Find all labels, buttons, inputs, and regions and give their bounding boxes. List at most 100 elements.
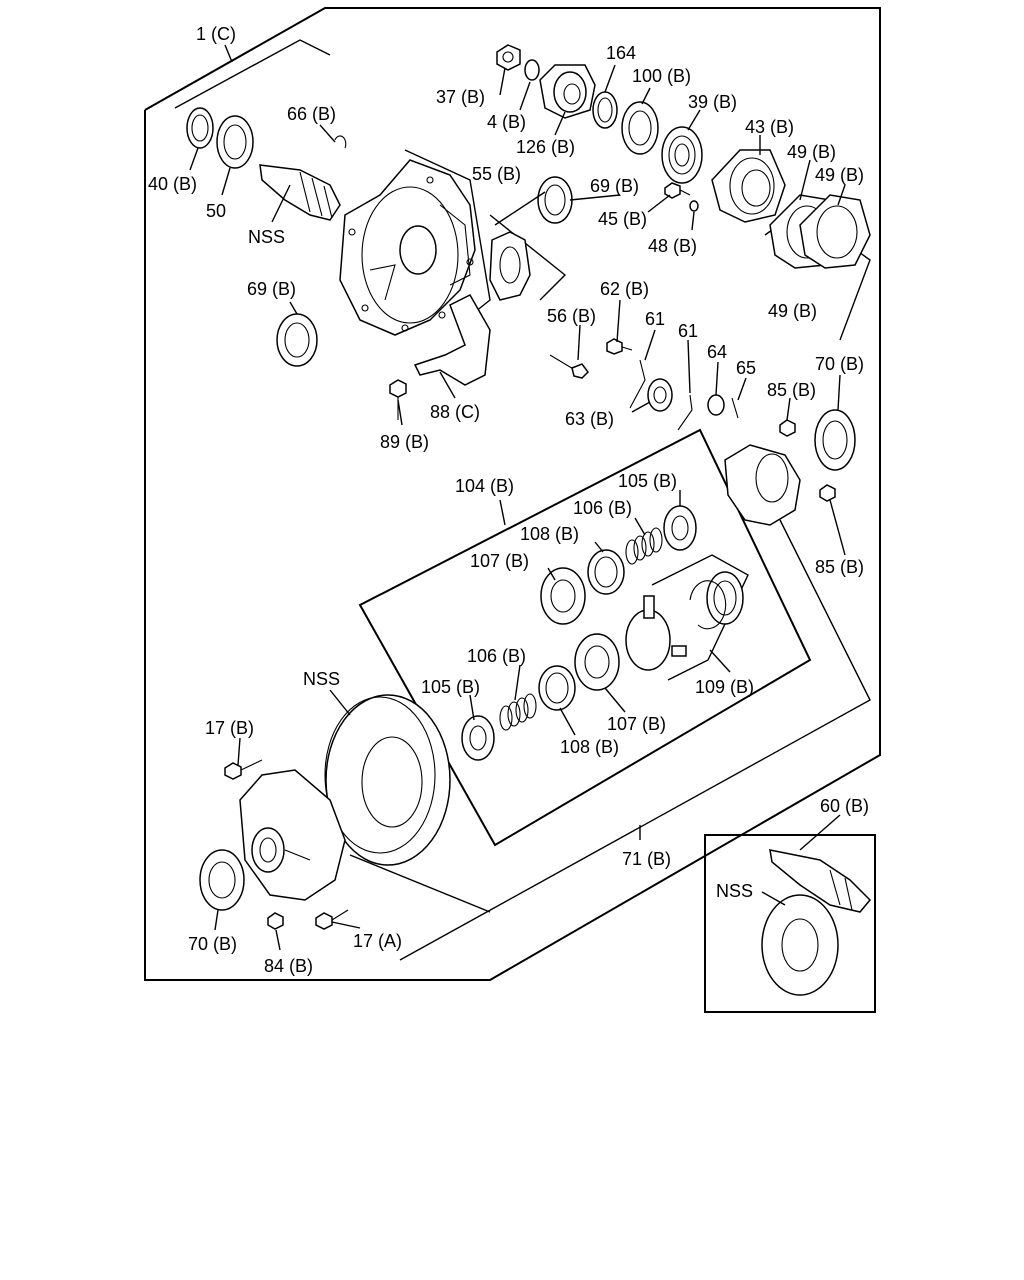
- callout-108b-top: 108 (B): [520, 524, 579, 544]
- frame-71b: [349, 519, 871, 961]
- callout-nss-ring: NSS: [303, 669, 340, 689]
- callout-66b: 66 (B): [287, 104, 336, 124]
- bearing-icon: [647, 378, 673, 412]
- callout-49b-b: 49 (B): [815, 165, 864, 185]
- seal-icon: [621, 101, 659, 155]
- callout-60b: 60 (B): [820, 796, 869, 816]
- bearing-cap-icon: [489, 231, 531, 301]
- callout-70b-bottom: 70 (B): [188, 934, 237, 954]
- bearing-icon: [199, 849, 245, 911]
- callout-61-a: 61: [645, 309, 665, 329]
- callout-69b-left: 69 (B): [247, 279, 296, 299]
- callout-43b: 43 (B): [745, 117, 794, 137]
- spring-icon: [499, 693, 537, 731]
- nut-icon: [819, 484, 836, 502]
- callout-nss-pinion: NSS: [248, 227, 285, 247]
- callout-39b: 39 (B): [688, 92, 737, 112]
- frame-104b: [358, 428, 812, 847]
- spider-gear-icon: [625, 595, 687, 671]
- ring-gear-icon: [324, 694, 451, 866]
- snap-ring-icon: [689, 580, 727, 630]
- frame-109b: [651, 554, 749, 681]
- bracket-icon: [413, 294, 491, 386]
- callout-88c: 88 (C): [430, 402, 480, 422]
- snap-ring-icon: [334, 135, 347, 149]
- callout-107b-bottom: 107 (B): [607, 714, 666, 734]
- bolt-icon: [606, 338, 633, 355]
- thrust-washer-icon: [538, 665, 576, 711]
- bearing-icon: [661, 126, 703, 184]
- differential-case-icon: [239, 769, 346, 901]
- callout-40b: 40 (B): [148, 174, 197, 194]
- callout-17a: 17 (A): [353, 931, 402, 951]
- callout-164: 164: [606, 43, 636, 63]
- bearing-retainer-icon: [711, 149, 786, 223]
- callout-49b-c: 49 (B): [768, 301, 817, 321]
- seal-icon: [186, 107, 214, 149]
- callout-37b: 37 (B): [436, 87, 485, 107]
- callout-4b: 4 (B): [487, 112, 526, 132]
- nut-icon: [496, 44, 521, 71]
- differential-case-icon: [724, 444, 801, 526]
- callout-84b: 84 (B): [264, 956, 313, 976]
- pinion-icon: [769, 849, 872, 913]
- callout-48b: 48 (B): [648, 236, 697, 256]
- callout-106b-bottom: 106 (B): [467, 646, 526, 666]
- flange-icon: [539, 64, 596, 119]
- side-gear-icon: [663, 505, 697, 551]
- bolt-icon: [315, 909, 349, 930]
- seal-icon: [524, 59, 540, 81]
- frame-60b: [704, 834, 876, 1013]
- callout-108b-bottom: 108 (B): [560, 737, 619, 757]
- adjuster-nut-icon: [276, 313, 318, 367]
- pinion-icon: [259, 164, 341, 221]
- ring-gear-icon: [761, 894, 839, 996]
- cotter-pin-icon: [731, 397, 739, 419]
- seal-icon: [592, 91, 618, 129]
- differential-carrier-icon: [339, 159, 476, 336]
- shim-icon: [769, 194, 871, 269]
- callout-nss-inset: NSS: [716, 881, 753, 901]
- clutch-gear-icon: [574, 633, 620, 691]
- bolt-icon: [389, 379, 407, 420]
- callout-107b-top: 107 (B): [470, 551, 529, 571]
- callout-100b: 100 (B): [632, 66, 691, 86]
- callout-55b: 55 (B): [472, 164, 521, 184]
- callout-62b: 62 (B): [600, 279, 649, 299]
- leader-lines: [189, 44, 846, 951]
- bolt-icon: [549, 354, 589, 379]
- callout-71b: 71 (B): [622, 849, 671, 869]
- bearing-icon: [216, 115, 254, 169]
- bolt-icon: [224, 759, 263, 780]
- thrust-washer-icon: [587, 549, 625, 595]
- callout-45b: 45 (B): [598, 209, 647, 229]
- callout-105b-top: 105 (B): [618, 471, 677, 491]
- callout-105b-bottom: 105 (B): [421, 677, 480, 697]
- nut-icon: [779, 419, 796, 437]
- callout-85b-top: 85 (B): [767, 380, 816, 400]
- callout-61-b: 61: [678, 321, 698, 341]
- callout-126b: 126 (B): [516, 137, 575, 157]
- washer-icon: [689, 200, 699, 212]
- lock-plate-icon: [629, 359, 693, 431]
- bearing-icon: [814, 409, 856, 471]
- callout-56b: 56 (B): [547, 306, 596, 326]
- callout-70b-right: 70 (B): [815, 354, 864, 374]
- side-gear-icon: [461, 715, 495, 761]
- callout-17b: 17 (B): [205, 718, 254, 738]
- nut-icon: [707, 394, 725, 416]
- callout-1c: 1 (C): [196, 24, 236, 44]
- callout-104b: 104 (B): [455, 476, 514, 496]
- adjuster-nut-icon: [537, 176, 573, 224]
- callout-69b-top: 69 (B): [590, 176, 639, 196]
- callout-106b-top: 106 (B): [573, 498, 632, 518]
- callout-64: 64: [707, 342, 727, 362]
- callout-49b-a: 49 (B): [787, 142, 836, 162]
- bolt-icon: [664, 182, 691, 199]
- callout-63b: 63 (B): [565, 409, 614, 429]
- callout-85b-right: 85 (B): [815, 557, 864, 577]
- callout-89b: 89 (B): [380, 432, 429, 452]
- callout-65: 65: [736, 358, 756, 378]
- spring-icon: [625, 527, 663, 565]
